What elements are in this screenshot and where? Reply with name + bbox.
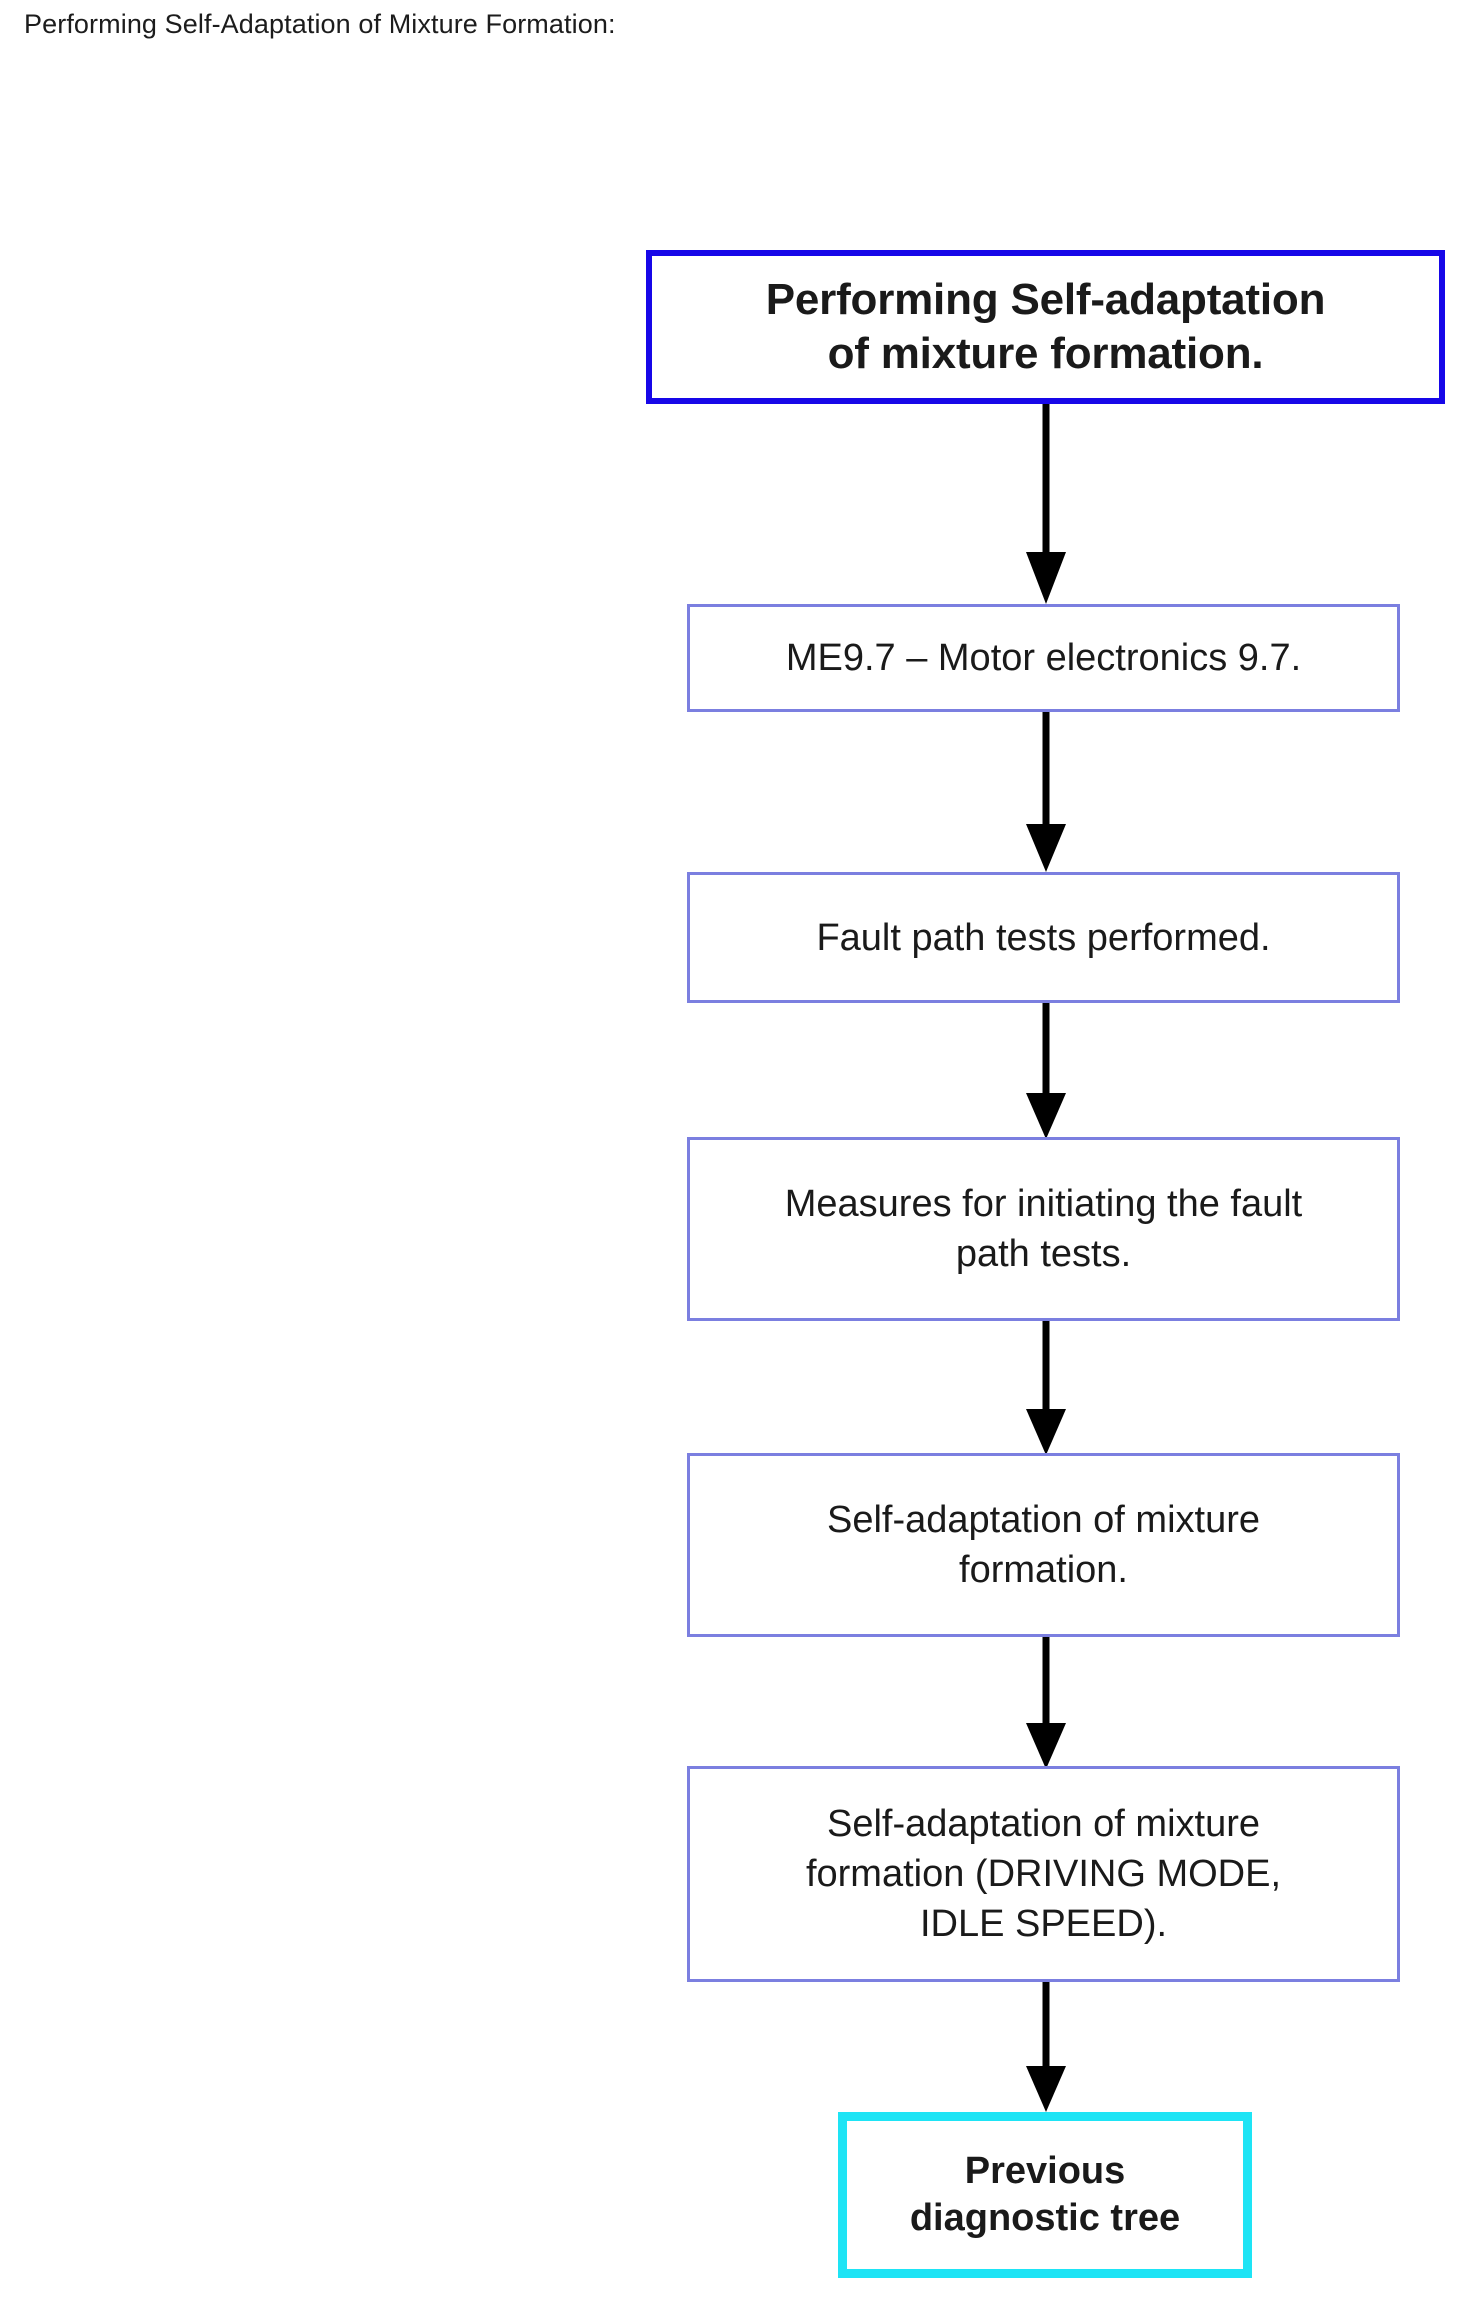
flow-node-step2[interactable]: Fault path tests performed. xyxy=(687,872,1400,1003)
flow-node-end[interactable]: Previous diagnostic tree xyxy=(838,2112,1252,2278)
flow-node-step1[interactable]: ME9.7 – Motor electronics 9.7. xyxy=(687,604,1400,712)
flow-node-step2-label: Fault path tests performed. xyxy=(816,916,1271,959)
flow-arrow-step2-to-step3 xyxy=(1016,1003,1076,1139)
flow-arrow-step1-to-step2 xyxy=(1016,712,1076,872)
flow-arrow-start-to-step1 xyxy=(1016,404,1076,604)
flow-arrow-step4-to-step5 xyxy=(1016,1637,1076,1769)
flow-node-start-label: Performing Self-adaptation of mixture fo… xyxy=(765,275,1326,378)
flow-node-step4-label: Self-adaptation of mixture formation. xyxy=(826,1499,1260,1591)
flow-node-step3-label: Measures for initiating the fault path t… xyxy=(784,1183,1303,1275)
flow-node-step4[interactable]: Self-adaptation of mixture formation. xyxy=(687,1453,1400,1637)
flow-node-step1-label: ME9.7 – Motor electronics 9.7. xyxy=(785,637,1302,679)
flow-arrow-step5-to-end xyxy=(1016,1982,1076,2112)
flow-node-start[interactable]: Performing Self-adaptation of mixture fo… xyxy=(646,250,1445,404)
flow-node-end-label: Previous diagnostic tree xyxy=(909,2150,1181,2239)
flow-node-step3[interactable]: Measures for initiating the fault path t… xyxy=(687,1137,1400,1321)
page-title: Performing Self-Adaptation of Mixture Fo… xyxy=(24,9,616,39)
flow-node-step5-label: Self-adaptation of mixture formation (DR… xyxy=(805,1803,1282,1945)
flow-arrow-step3-to-step4 xyxy=(1016,1321,1076,1455)
flow-node-step5[interactable]: Self-adaptation of mixture formation (DR… xyxy=(687,1766,1400,1982)
